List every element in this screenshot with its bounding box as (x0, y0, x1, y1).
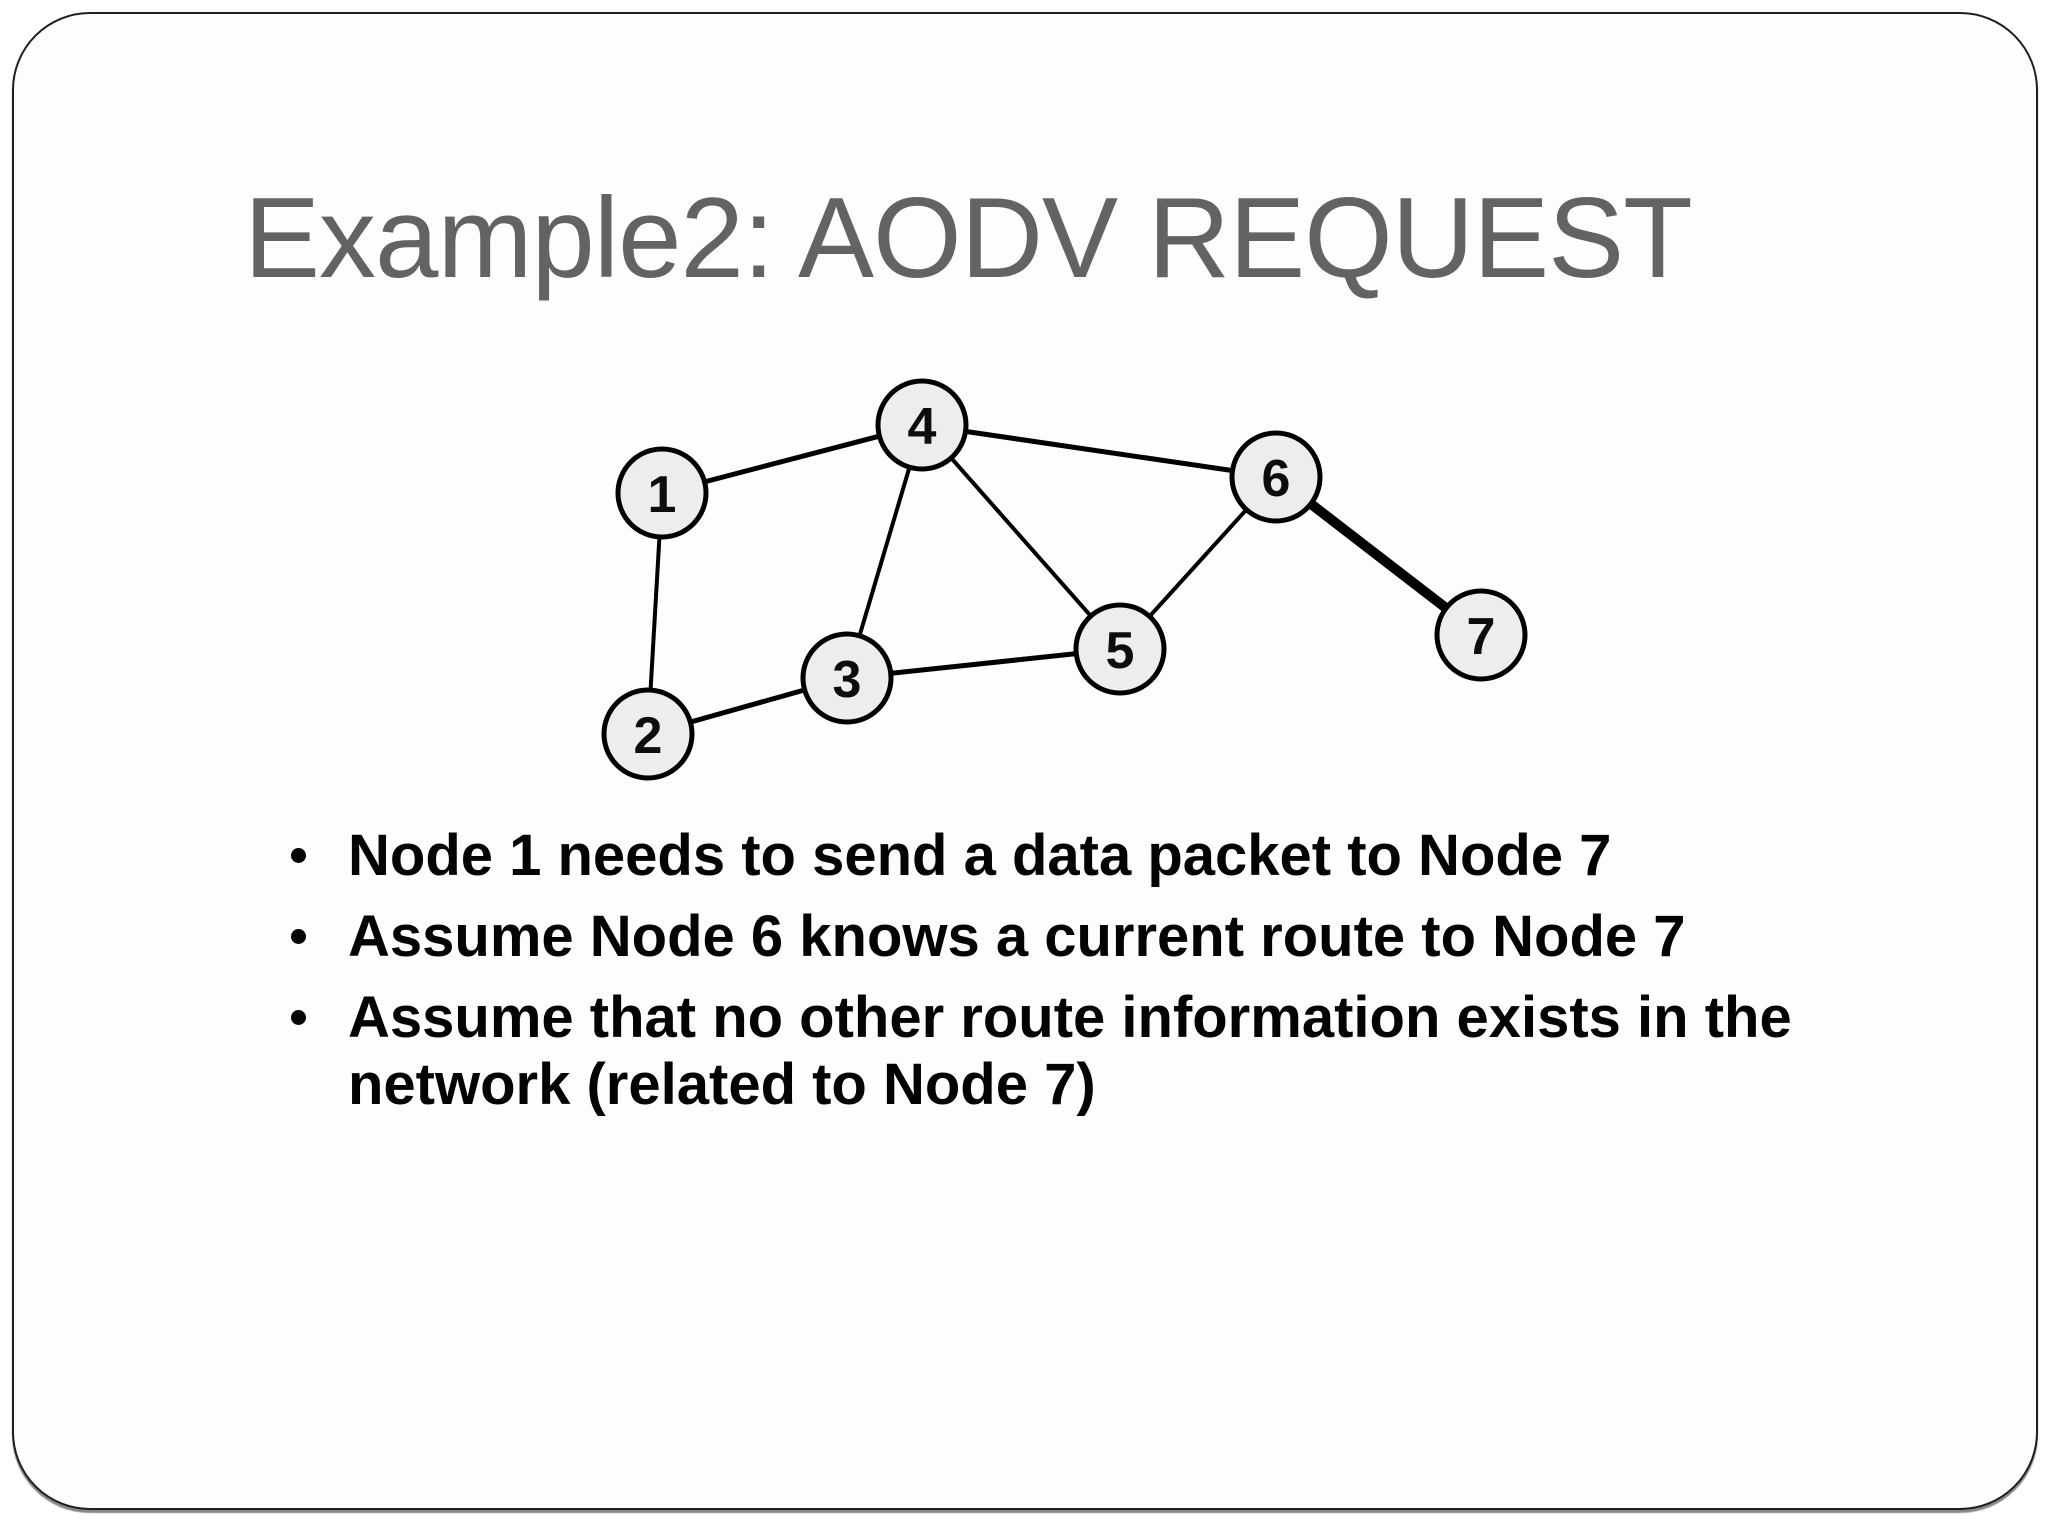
graph-node (615, 446, 709, 540)
slide-title: Example2: AODV REQUEST (244, 175, 1693, 302)
bullet-dot-icon (291, 1010, 306, 1025)
graph-node (800, 631, 894, 725)
graph-node-label: 4 (908, 398, 937, 456)
bullet-item: Assume Node 6 knows a current route to N… (291, 903, 1811, 970)
graph-node-label: 6 (1262, 450, 1291, 508)
bullet-text: Assume that no other route information e… (348, 985, 1792, 1117)
slide: Example2: AODV REQUEST 1 2 3 4 5 6 7 Node 1 ne… (12, 12, 2038, 1510)
graph-edge (921, 422, 1277, 480)
graph-node-label: 3 (833, 651, 862, 709)
network-graph: 1 2 3 4 5 6 7 (601, 378, 1528, 781)
bullet-dot-icon (291, 929, 306, 944)
graph-node-label: 5 (1106, 622, 1135, 680)
bullet-text: Node 1 needs to send a data packet to No… (348, 823, 1612, 888)
bullet-item: Node 1 needs to send a data packet to No… (291, 822, 1811, 889)
graph-node-label: 7 (1467, 608, 1496, 666)
bullet-list: Node 1 needs to send a data packet to No… (291, 822, 1811, 1132)
graph-node (1434, 588, 1528, 682)
graph-node-label: 2 (634, 707, 663, 765)
graph-node-label: 1 (648, 466, 677, 524)
bullet-text: Assume Node 6 knows a current route to N… (348, 904, 1686, 969)
graph-edge (920, 423, 1122, 651)
bullet-dot-icon (291, 848, 306, 863)
graph-node (1073, 602, 1167, 696)
bullet-item: Assume that no other route information e… (291, 984, 1811, 1118)
graph-node (1229, 430, 1323, 524)
graph-node (601, 687, 695, 781)
graph-node (875, 378, 969, 472)
